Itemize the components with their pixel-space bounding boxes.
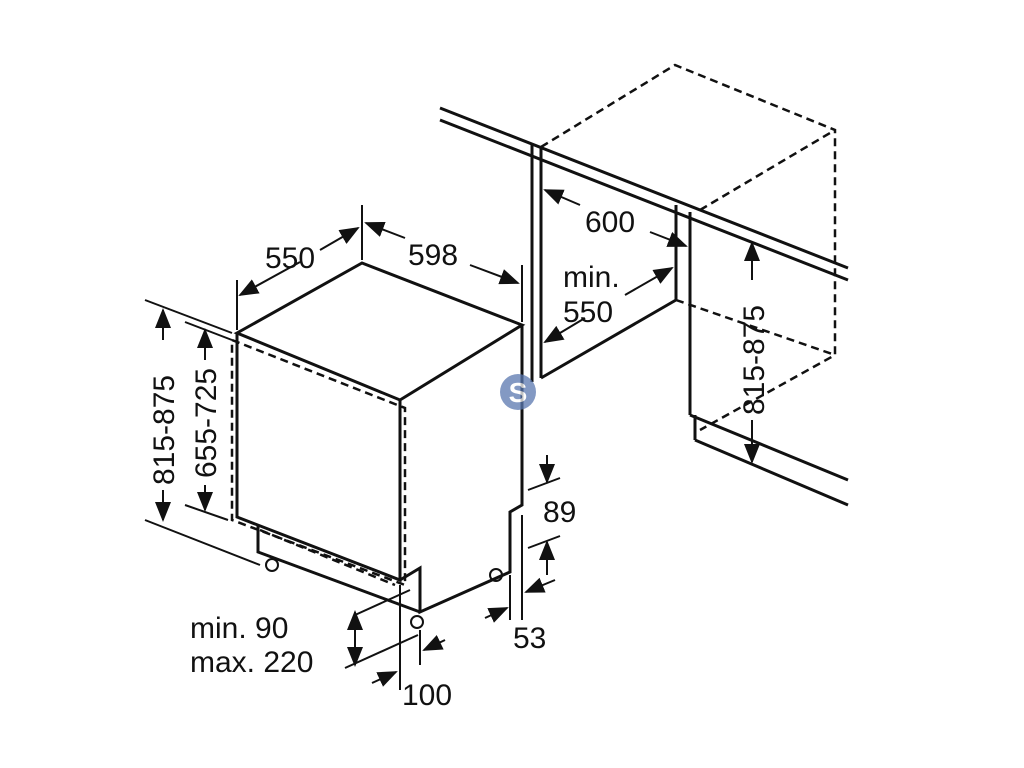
label-depth: 550	[265, 242, 315, 275]
kitchen-cabinet	[439, 63, 849, 507]
label-height-right: 815-875	[738, 305, 771, 415]
foot-right	[489, 568, 503, 582]
label-height-left: 815-875	[148, 375, 181, 485]
label-width: 598	[408, 239, 458, 272]
label-door-offset: 100	[402, 679, 452, 712]
dimension-lines	[144, 189, 760, 690]
label-niche-depth-value: 550	[563, 296, 613, 329]
dishwasher-body	[230, 261, 526, 629]
label-niche-depth-min: min.	[563, 261, 620, 294]
foot-front	[410, 615, 424, 629]
foot-left	[265, 558, 279, 572]
label-door-height: 655-725	[190, 368, 223, 478]
label-plinth-max: max. 220	[190, 646, 313, 679]
label-plinth-recess-depth: 53	[513, 622, 546, 655]
logo-letter: S	[509, 377, 528, 408]
logo-watermark: S	[500, 374, 536, 410]
label-plinth-min: min. 90	[190, 612, 288, 645]
label-niche-width: 600	[585, 206, 635, 239]
label-plinth-recess-height: 89	[543, 496, 576, 529]
